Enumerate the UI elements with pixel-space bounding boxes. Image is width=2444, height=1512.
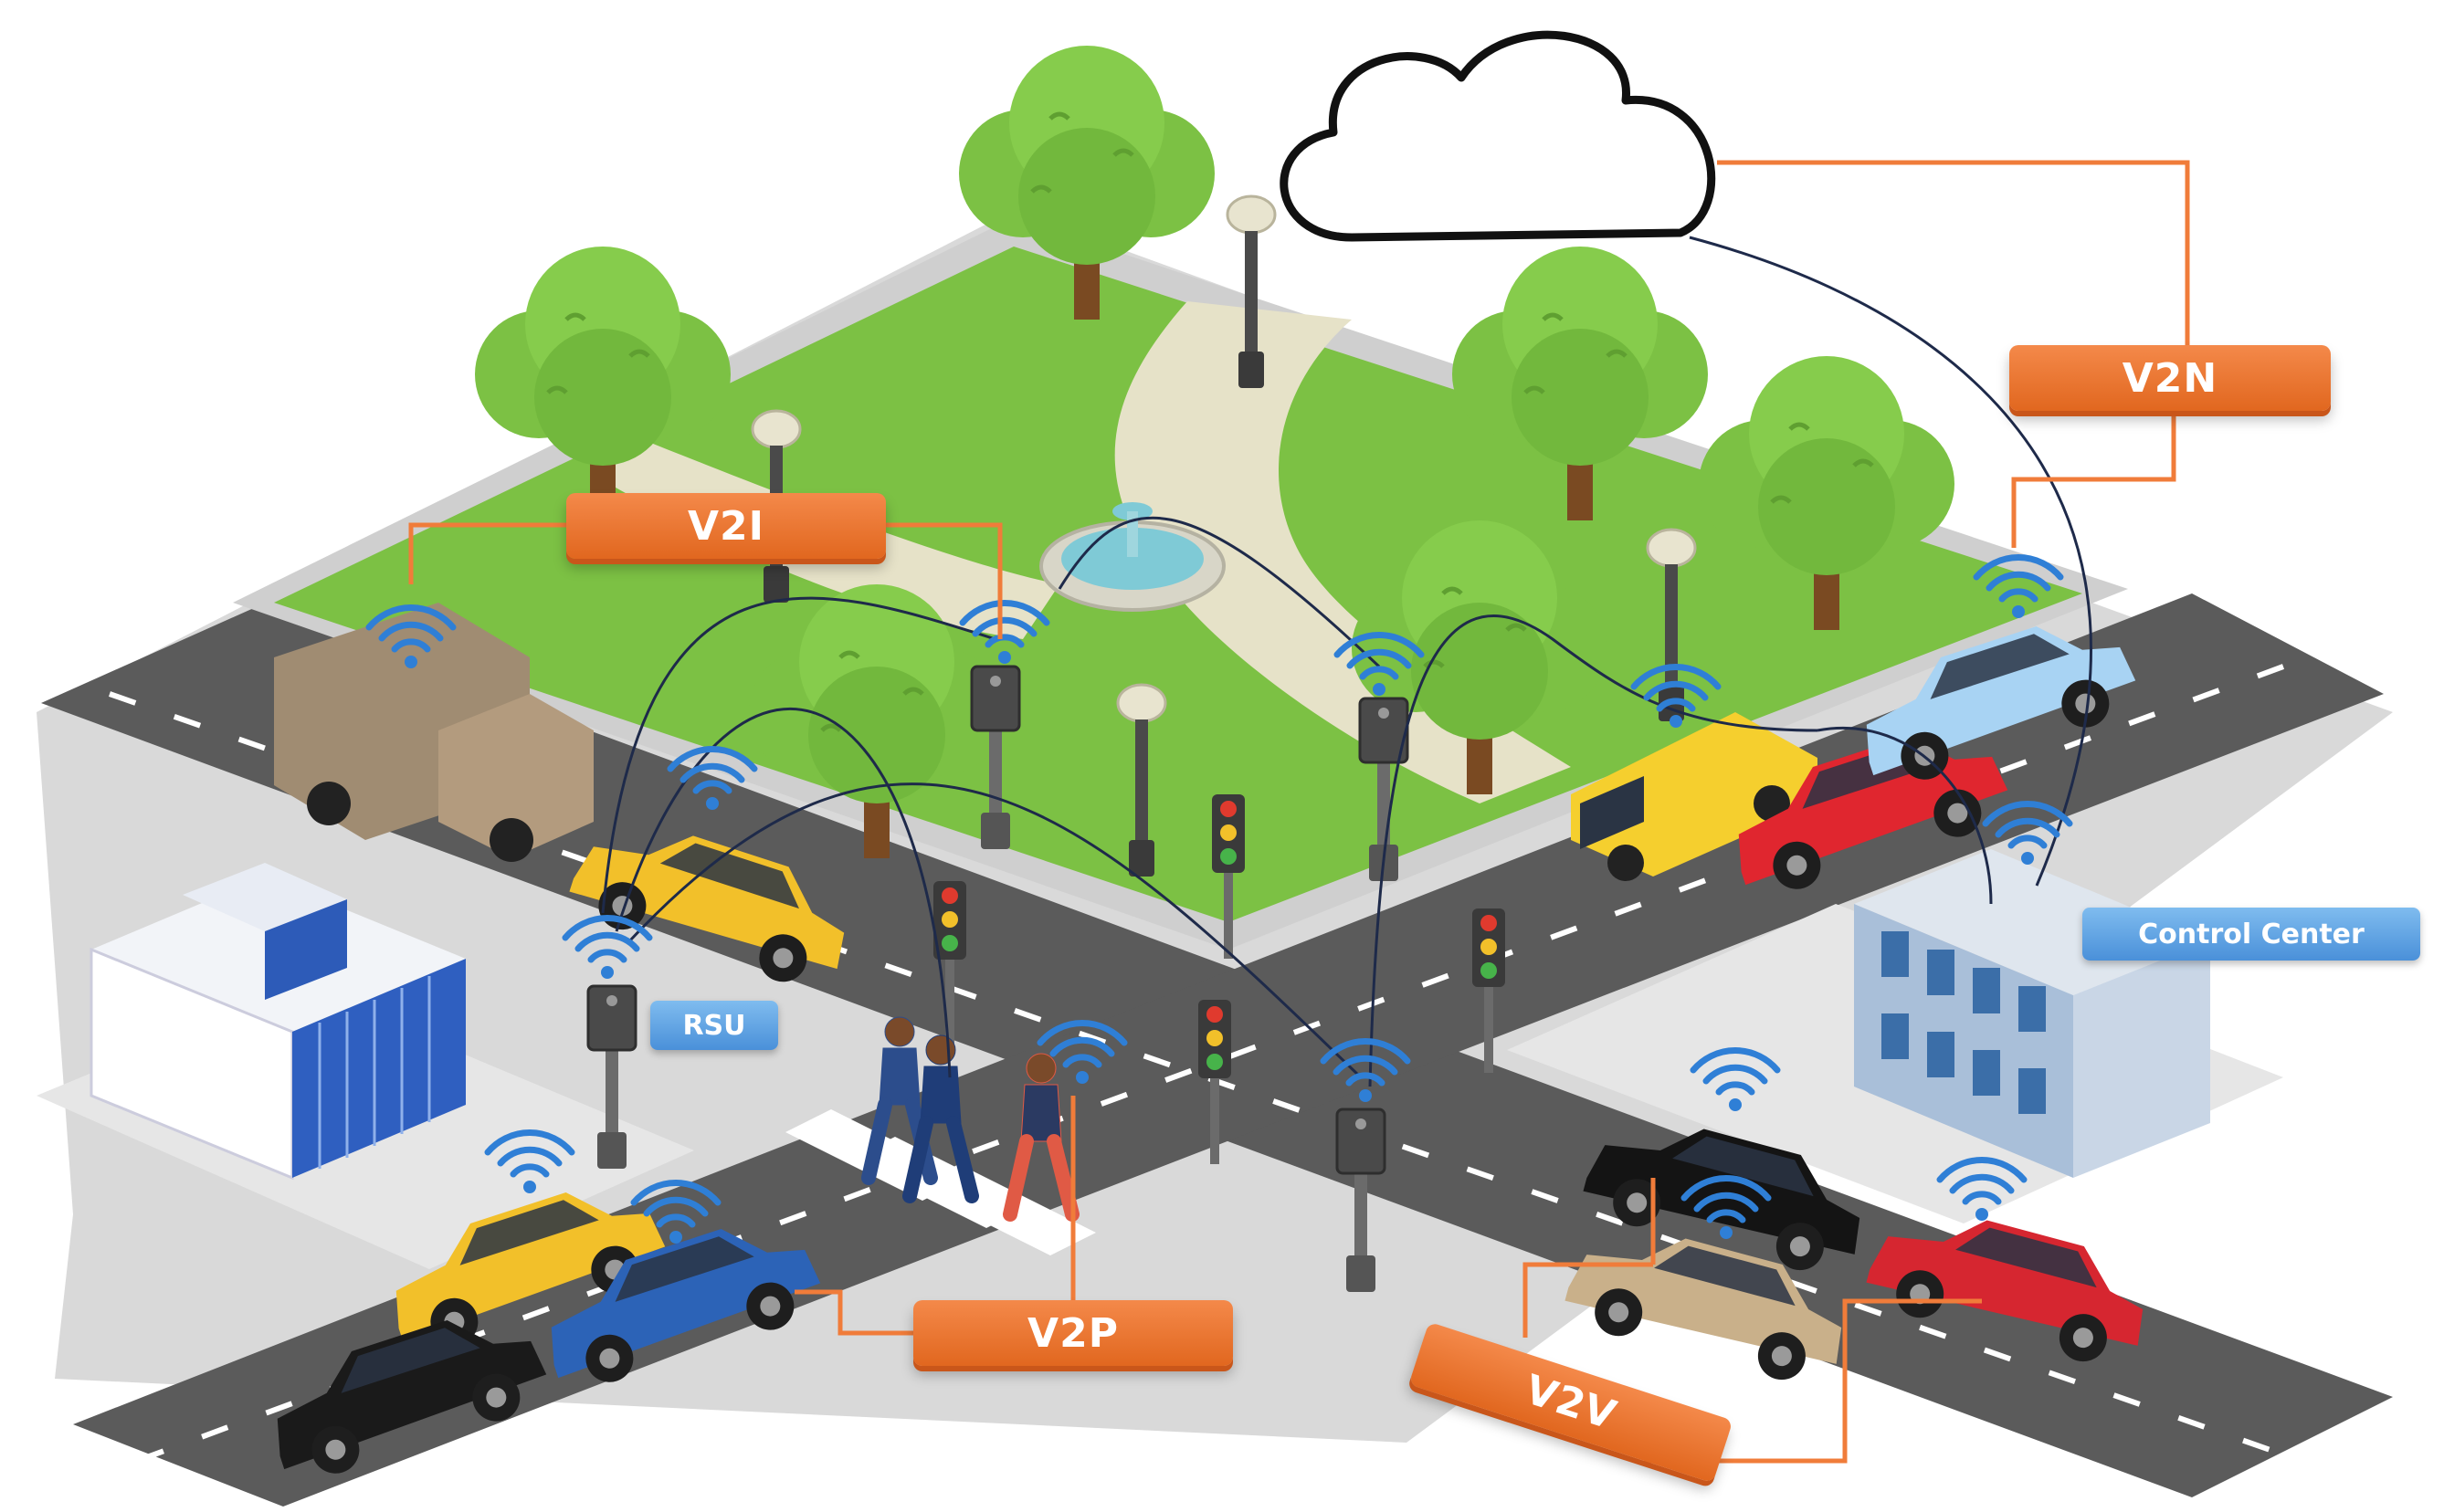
v2i-label: V2I <box>566 493 886 559</box>
cloud-icon <box>1280 30 1716 242</box>
communication-links <box>601 236 2092 1087</box>
v2p-label: V2P <box>913 1300 1233 1366</box>
truck-icon <box>274 603 594 862</box>
rsu-label: RSU <box>650 1001 778 1050</box>
office-building-icon <box>90 863 466 1181</box>
control-center-label: Control Center <box>2082 908 2420 961</box>
label-connectors <box>408 160 2190 1464</box>
lane-markings <box>109 664 2302 1464</box>
park-path <box>1114 301 1571 803</box>
v2n-label: V2N <box>2009 345 2331 411</box>
